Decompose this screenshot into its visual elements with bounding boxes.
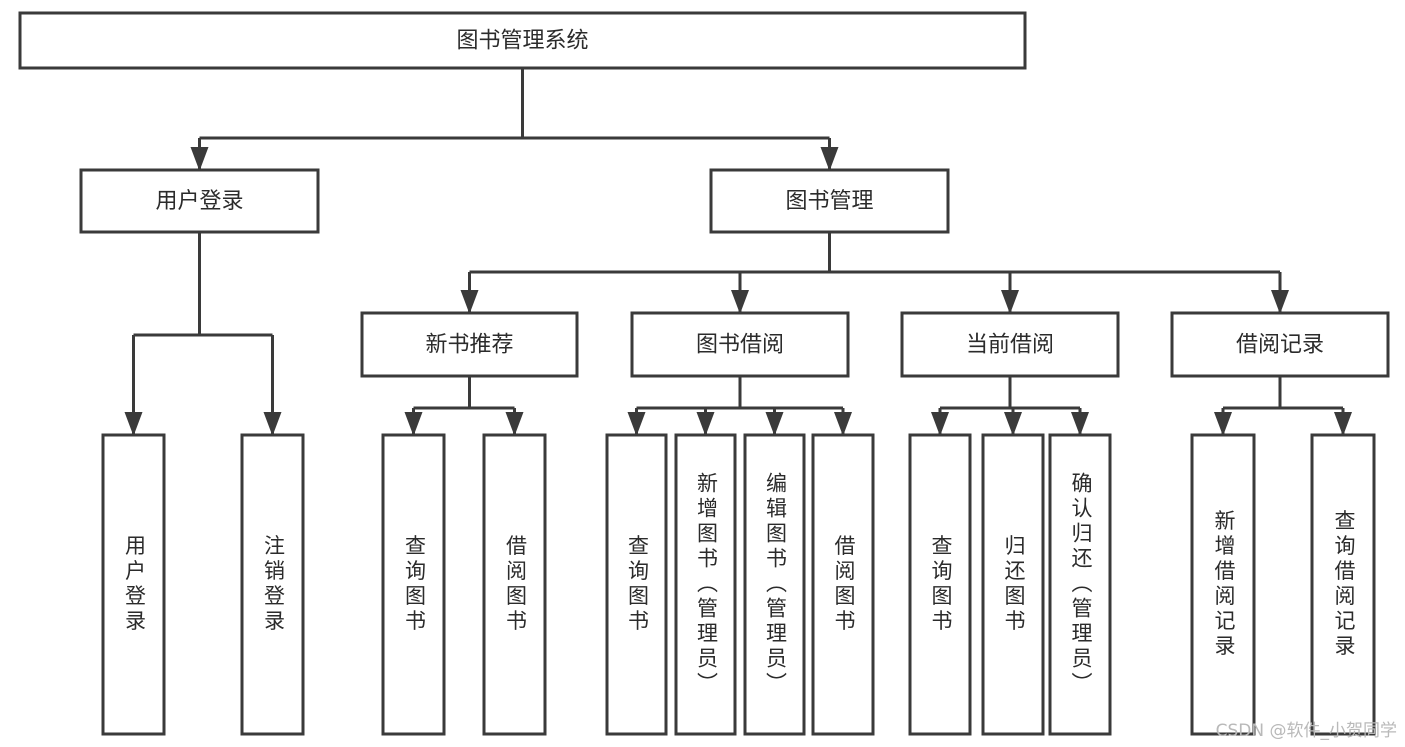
arrow-head-icon <box>1214 412 1232 436</box>
node-box[interactable] <box>981 433 1045 736</box>
node-leaf-user-login[interactable]: 用户登录 <box>101 433 166 736</box>
node-label: 查询图书 <box>626 535 650 635</box>
node-box[interactable] <box>1048 433 1112 736</box>
node-borrow-record[interactable]: 借阅记录 <box>1170 311 1390 378</box>
node-label: 当前借阅 <box>966 333 1054 358</box>
arrow-head-icon <box>124 412 143 436</box>
node-label: 图书管理系统 <box>456 29 588 54</box>
node-label: 查询图书 <box>403 535 427 635</box>
node-box[interactable] <box>381 433 446 736</box>
node-leaf-query-book-1[interactable]: 查询图书 <box>381 433 446 736</box>
arrow-head-icon <box>627 412 646 436</box>
node-leaf-edit-book[interactable]: 编辑图书（管理员） <box>743 433 806 736</box>
node-label: 借阅记录 <box>1236 333 1324 358</box>
node-box[interactable] <box>605 433 668 736</box>
arrow-head-icon <box>190 147 209 171</box>
node-box[interactable] <box>1310 433 1376 736</box>
node-leaf-query-record[interactable]: 查询借阅记录 <box>1310 433 1376 736</box>
node-label: 借阅图书 <box>504 535 528 635</box>
node-box[interactable] <box>811 433 875 736</box>
node-label: 图书管理 <box>785 189 873 214</box>
arrow-head-icon <box>1004 412 1022 436</box>
node-label: 查询借阅记录 <box>1332 510 1356 660</box>
arrow-head-icon <box>1334 412 1352 436</box>
node-box[interactable] <box>360 311 579 378</box>
node-label: 用户登录 <box>155 189 243 214</box>
arrow-head-icon <box>834 412 852 436</box>
node-leaf-add-book[interactable]: 新增图书（管理员） <box>674 433 737 736</box>
arrow-head-icon <box>1071 412 1089 436</box>
node-label: 新书推荐 <box>425 333 513 358</box>
arrow-head-icon <box>1001 290 1019 314</box>
node-label: 编辑图书（管理员） <box>764 472 788 697</box>
node-box[interactable] <box>709 168 950 234</box>
node-box[interactable] <box>674 433 737 736</box>
node-current-borrow[interactable]: 当前借阅 <box>900 311 1120 378</box>
node-new-book-recommend[interactable]: 新书推荐 <box>360 311 579 378</box>
node-box[interactable] <box>1170 311 1390 378</box>
node-label: 借阅图书 <box>832 535 856 635</box>
arrow-head-icon <box>263 412 282 436</box>
node-book-manage[interactable]: 图书管理 <box>709 168 950 234</box>
arrow-head-icon <box>404 412 423 436</box>
node-leaf-add-record[interactable]: 新增借阅记录 <box>1190 433 1256 736</box>
node-box[interactable] <box>240 433 305 736</box>
node-box[interactable] <box>743 433 806 736</box>
node-user-login[interactable]: 用户登录 <box>79 168 320 234</box>
node-box[interactable] <box>630 311 850 378</box>
node-box[interactable] <box>900 311 1120 378</box>
node-box[interactable] <box>101 433 166 736</box>
node-leaf-confirm-return[interactable]: 确认归还（管理员） <box>1048 433 1112 736</box>
arrow-head-icon <box>696 412 715 436</box>
node-box[interactable] <box>1190 433 1256 736</box>
connector-lines <box>124 68 1352 436</box>
node-label: 查询图书 <box>929 535 953 635</box>
node-box[interactable] <box>908 433 972 736</box>
node-label: 归还图书 <box>1002 535 1026 635</box>
node-leaf-return-book[interactable]: 归还图书 <box>981 433 1045 736</box>
node-book-borrow[interactable]: 图书借阅 <box>630 311 850 378</box>
node-box[interactable] <box>79 168 320 234</box>
nodes-layer: 图书管理系统用户登录图书管理新书推荐图书借阅当前借阅借阅记录用户登录注销登录查询… <box>18 11 1390 736</box>
arrow-head-icon <box>931 412 949 436</box>
node-box[interactable] <box>482 433 547 736</box>
node-label: 用户登录 <box>123 535 147 635</box>
node-leaf-query-book-2[interactable]: 查询图书 <box>605 433 668 736</box>
node-leaf-borrow-book-1[interactable]: 借阅图书 <box>482 433 547 736</box>
arrow-head-icon <box>820 147 839 171</box>
arrow-head-icon <box>505 412 524 436</box>
arrow-head-icon <box>1271 290 1289 314</box>
node-label: 确认归还（管理员） <box>1069 472 1093 697</box>
node-leaf-borrow-book-2[interactable]: 借阅图书 <box>811 433 875 736</box>
node-leaf-query-book-3[interactable]: 查询图书 <box>908 433 972 736</box>
arrow-head-icon <box>765 412 784 436</box>
arrow-head-icon <box>731 290 749 314</box>
node-leaf-logout-login[interactable]: 注销登录 <box>240 433 305 736</box>
node-label: 注销登录 <box>262 535 286 635</box>
node-root[interactable]: 图书管理系统 <box>18 11 1027 70</box>
arrow-head-icon <box>460 290 479 314</box>
node-label: 新增借阅记录 <box>1212 510 1236 660</box>
node-label: 新增图书（管理员） <box>695 472 719 697</box>
node-label: 图书借阅 <box>696 333 784 358</box>
node-box[interactable] <box>18 11 1027 70</box>
